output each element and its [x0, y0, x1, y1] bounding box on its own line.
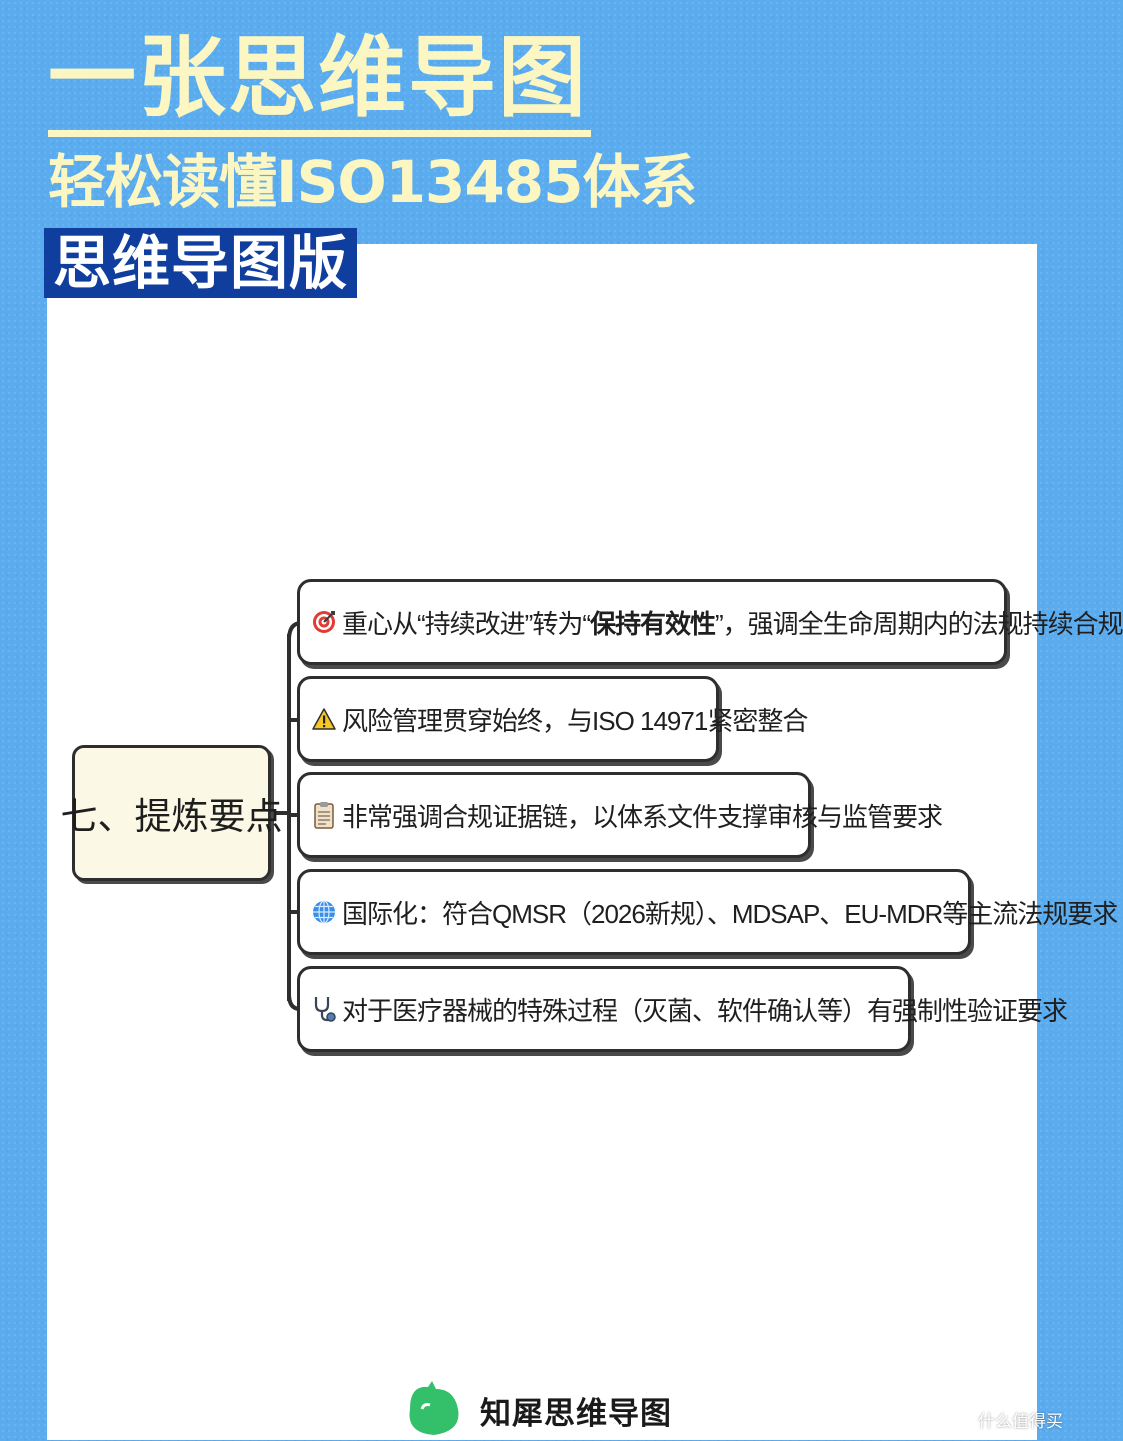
- title-underline: [48, 130, 591, 137]
- page-subtitle: 轻松读懂ISO13485体系: [48, 148, 697, 216]
- rhino-logo-icon: [402, 1379, 466, 1441]
- branch-node-5[interactable]: 对于医疗器械的特殊过程（灭菌、软件确认等）有强制性验证要求: [297, 966, 1068, 1052]
- watermark: 什么值得买: [952, 1406, 1063, 1432]
- branch-node-4[interactable]: 国际化：符合QMSR（2026新规）、MDSAP、EU-MDR等主流法规要求: [297, 869, 1118, 955]
- branch-node-3[interactable]: 非常强调合规证据链，以体系文件支撑审核与监管要求: [297, 772, 943, 858]
- stethoscope-icon: [312, 994, 336, 1024]
- page-title: 一张思维导图: [48, 26, 589, 129]
- branch-text-5: 对于医疗器械的特殊过程（灭菌、软件确认等）有强制性验证要求: [342, 995, 1068, 1026]
- watermark-logo-icon: [952, 1408, 974, 1430]
- warning-icon: [312, 704, 336, 734]
- branch-text-1: 重心从“持续改进”转为“保持有效性”，强调全生命周期内的法规持续合规: [342, 608, 1123, 639]
- target-icon: [312, 607, 336, 637]
- branch-node-1[interactable]: 重心从“持续改进”转为“保持有效性”，强调全生命周期内的法规持续合规: [297, 579, 1123, 665]
- watermark-text: 什么值得买: [978, 1411, 1063, 1432]
- clipboard-icon: [312, 800, 336, 830]
- footer-brand-name: 知犀思维导图: [480, 1395, 672, 1432]
- mindmap-root-node[interactable]: 七、提炼要点: [61, 745, 283, 881]
- branch-text-2: 风险管理贯穿始终，与ISO 14971紧密整合: [342, 705, 808, 736]
- branch-node-2[interactable]: 风险管理贯穿始终，与ISO 14971紧密整合: [297, 676, 808, 762]
- globe-icon: [312, 897, 336, 927]
- footer-brand: 知犀思维导图: [402, 1380, 672, 1440]
- branch-text-4: 国际化：符合QMSR（2026新规）、MDSAP、EU-MDR等主流法规要求: [342, 898, 1118, 929]
- branch-text-3: 非常强调合规证据链，以体系文件支撑审核与监管要求: [342, 801, 943, 832]
- version-badge: 思维导图版: [44, 228, 357, 298]
